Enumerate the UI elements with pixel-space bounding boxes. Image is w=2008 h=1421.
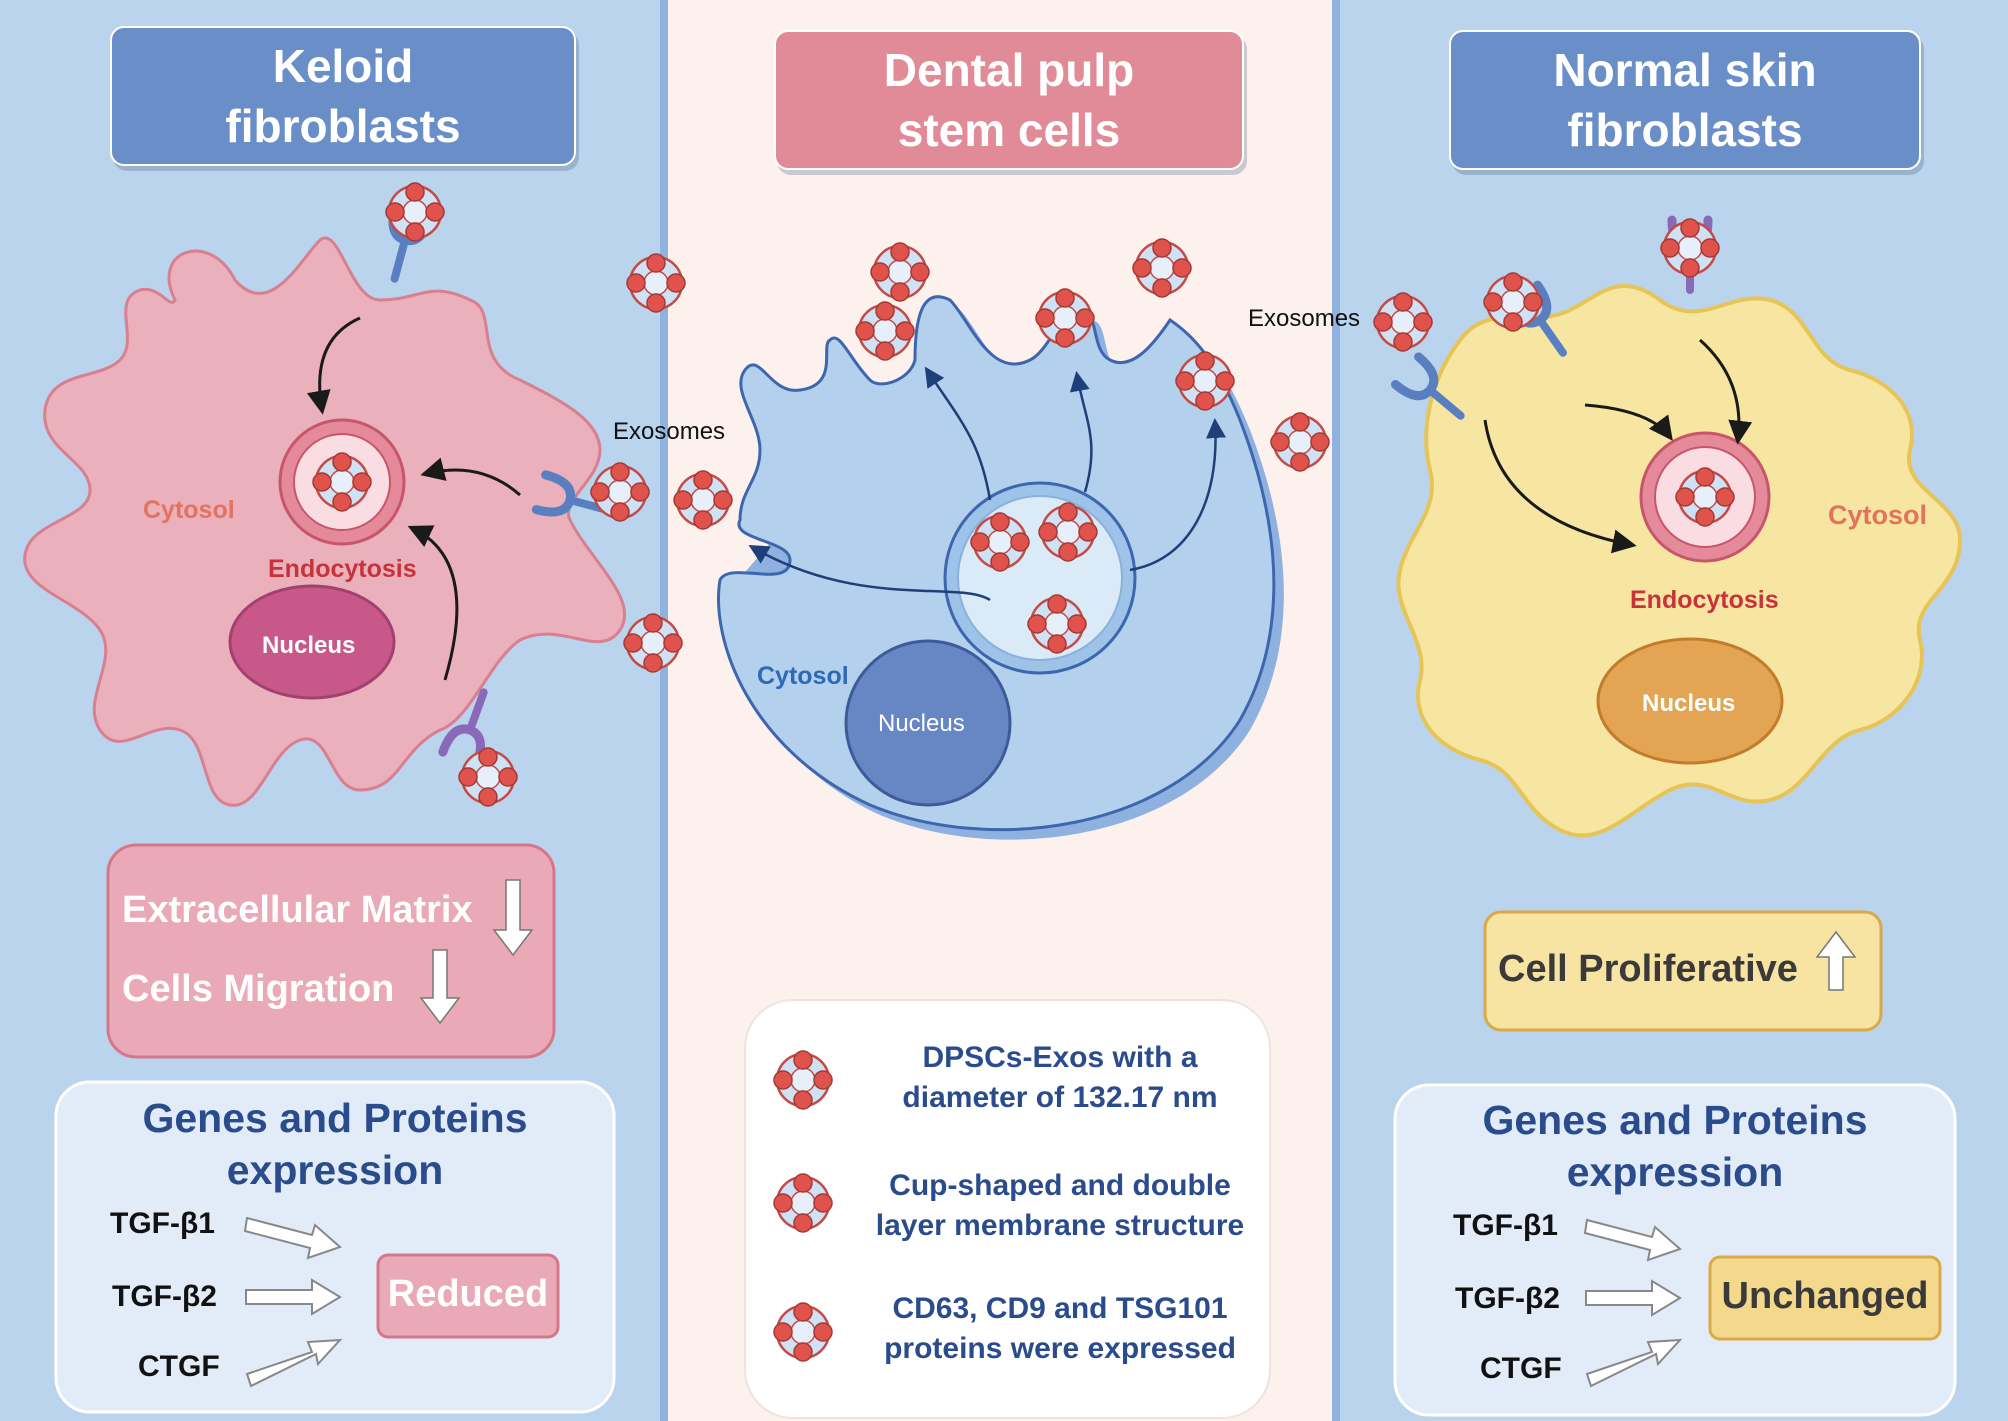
dental-title: Dental pulp stem cells — [774, 30, 1244, 170]
normal-genes-title: Genes and Proteins expression — [1482, 1097, 1868, 1195]
dpsc-info-structure: Cup-shaped and double layer membrane str… — [875, 1169, 1245, 1242]
normal-cytosol-label: Cytosol — [1828, 500, 1928, 530]
normal-cell — [1396, 283, 1963, 838]
normal-title: Normal skin fibroblasts — [1449, 30, 1921, 170]
keloid-title: Keloid fibroblasts — [110, 26, 576, 166]
dpsc-info-diameter: DPSCs-Exos with a diameter of 132.17 nm — [902, 1041, 1218, 1114]
normal-gene-tgfb2: TGF-β2 — [1455, 1282, 1560, 1315]
keloid-gene-tgfb1: TGF-β1 — [110, 1207, 215, 1240]
cells-migration-label: Cells Migration — [122, 968, 395, 1010]
exosomes-label-right: Exosomes — [1248, 305, 1361, 332]
reduced-label: Reduced — [387, 1273, 549, 1315]
dpsc-info-proteins: CD63, CD9 and TSG101 proteins were expre… — [884, 1292, 1236, 1365]
cell-proliferative-label: Cell Proliferative — [1498, 948, 1798, 990]
keloid-endocytosis-label: Endocytosis — [268, 555, 417, 583]
keloid-gene-tgfb2: TGF-β2 — [112, 1280, 217, 1313]
dpsc-info-panel — [744, 999, 1271, 1419]
exosomes-label-left: Exosomes — [613, 418, 726, 445]
unchanged-label: Unchanged — [1721, 1275, 1929, 1317]
keloid-gene-ctgf: CTGF — [138, 1350, 220, 1383]
dental-nucleus-label: Nucleus — [878, 710, 965, 737]
keloid-genes-title: Genes and Proteins expression — [142, 1095, 528, 1193]
keloid-nucleus-label: Nucleus — [262, 632, 356, 659]
normal-endocytosis-label: Endocytosis — [1630, 586, 1779, 614]
keloid-effects-box — [106, 843, 556, 1059]
normal-nucleus-label: Nucleus — [1642, 690, 1736, 717]
dental-cytosol-label: Cytosol — [757, 662, 849, 690]
normal-effects-box — [1483, 910, 1883, 1032]
normal-gene-ctgf: CTGF — [1480, 1352, 1562, 1385]
unchanged-badge — [1708, 1255, 1942, 1341]
normal-gene-tgfb1: TGF-β1 — [1453, 1209, 1558, 1242]
keloid-cytosol-label: Cytosol — [143, 496, 235, 524]
reduced-badge — [376, 1253, 560, 1339]
extracellular-matrix-label: Extracellular Matrix — [122, 889, 473, 931]
